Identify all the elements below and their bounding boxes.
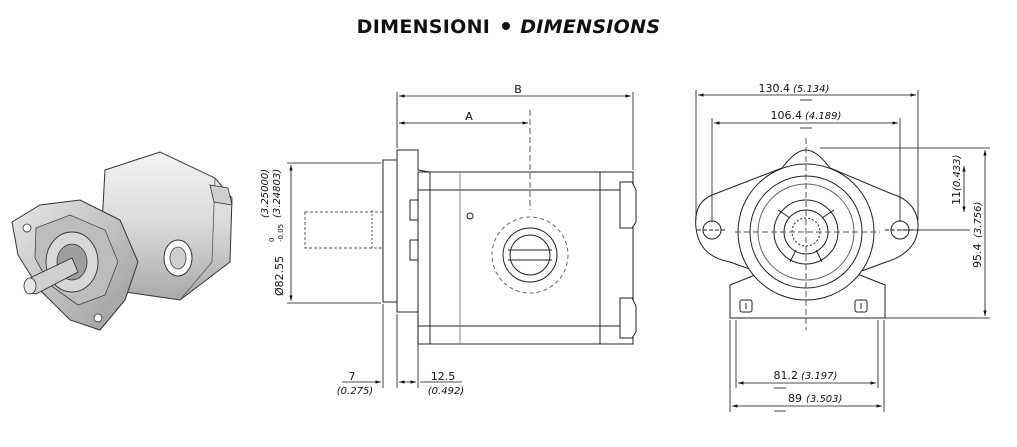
- front-view: [695, 138, 919, 330]
- mounting-flange: [382, 159, 398, 303]
- label-81-2-inch: (3.197): [801, 371, 837, 382]
- label-95-4-group: 95.4 (3.756): [971, 202, 984, 268]
- label-95-4-inch: (3.756): [973, 202, 984, 238]
- label-dim-7-inch: (0.275): [337, 386, 373, 397]
- side-view-dimensions: [287, 92, 634, 388]
- label-11-group: 11 (0.433): [950, 155, 963, 205]
- side-view: [304, 110, 637, 345]
- label-81-2: 81.2: [774, 369, 799, 382]
- label-130-4-inch: (5.134): [793, 84, 829, 95]
- shaft-diameter-label-group: Ø82.55 0 -0.05 (3.25000) (3.24803): [260, 169, 286, 296]
- label-inch-upper: (3.25000): [260, 169, 271, 218]
- label-11: 11: [950, 191, 963, 205]
- label-dim-12-5-inch: (0.492): [428, 386, 464, 397]
- label-11-inch: (0.433): [952, 155, 963, 191]
- label-89-inch: (3.503): [806, 394, 842, 405]
- label-dim-12-5: 12.5: [431, 370, 456, 383]
- title-separator-dot: [502, 22, 511, 30]
- label-95-4: 95.4: [971, 244, 984, 269]
- label-tolerance-lower: -0.05: [277, 224, 285, 242]
- title-english: DIMENSIONS: [520, 16, 661, 38]
- title-italian: DIMENSIONI: [356, 16, 491, 38]
- label-tolerance-upper: 0: [268, 238, 276, 242]
- front-view-dimensions: [695, 90, 990, 412]
- label-130-4: 130.4: [759, 82, 791, 95]
- label-dim-a: A: [465, 110, 473, 123]
- pump-3d-view: [11, 151, 233, 331]
- diagram-title: DIMENSIONI DIMENSIONS: [0, 16, 1017, 38]
- shaft-outline: [304, 211, 384, 249]
- label-106-4-inch: (4.189): [805, 111, 841, 122]
- label-89: 89: [788, 392, 802, 405]
- label-dim-7: 7: [349, 370, 356, 383]
- label-dim-b: B: [514, 83, 522, 96]
- label-inch-lower: (3.24803): [272, 169, 283, 218]
- label-106-4: 106.4: [771, 109, 803, 122]
- pump-body: [417, 171, 634, 345]
- label-shaft-diameter: Ø82.55: [273, 256, 286, 296]
